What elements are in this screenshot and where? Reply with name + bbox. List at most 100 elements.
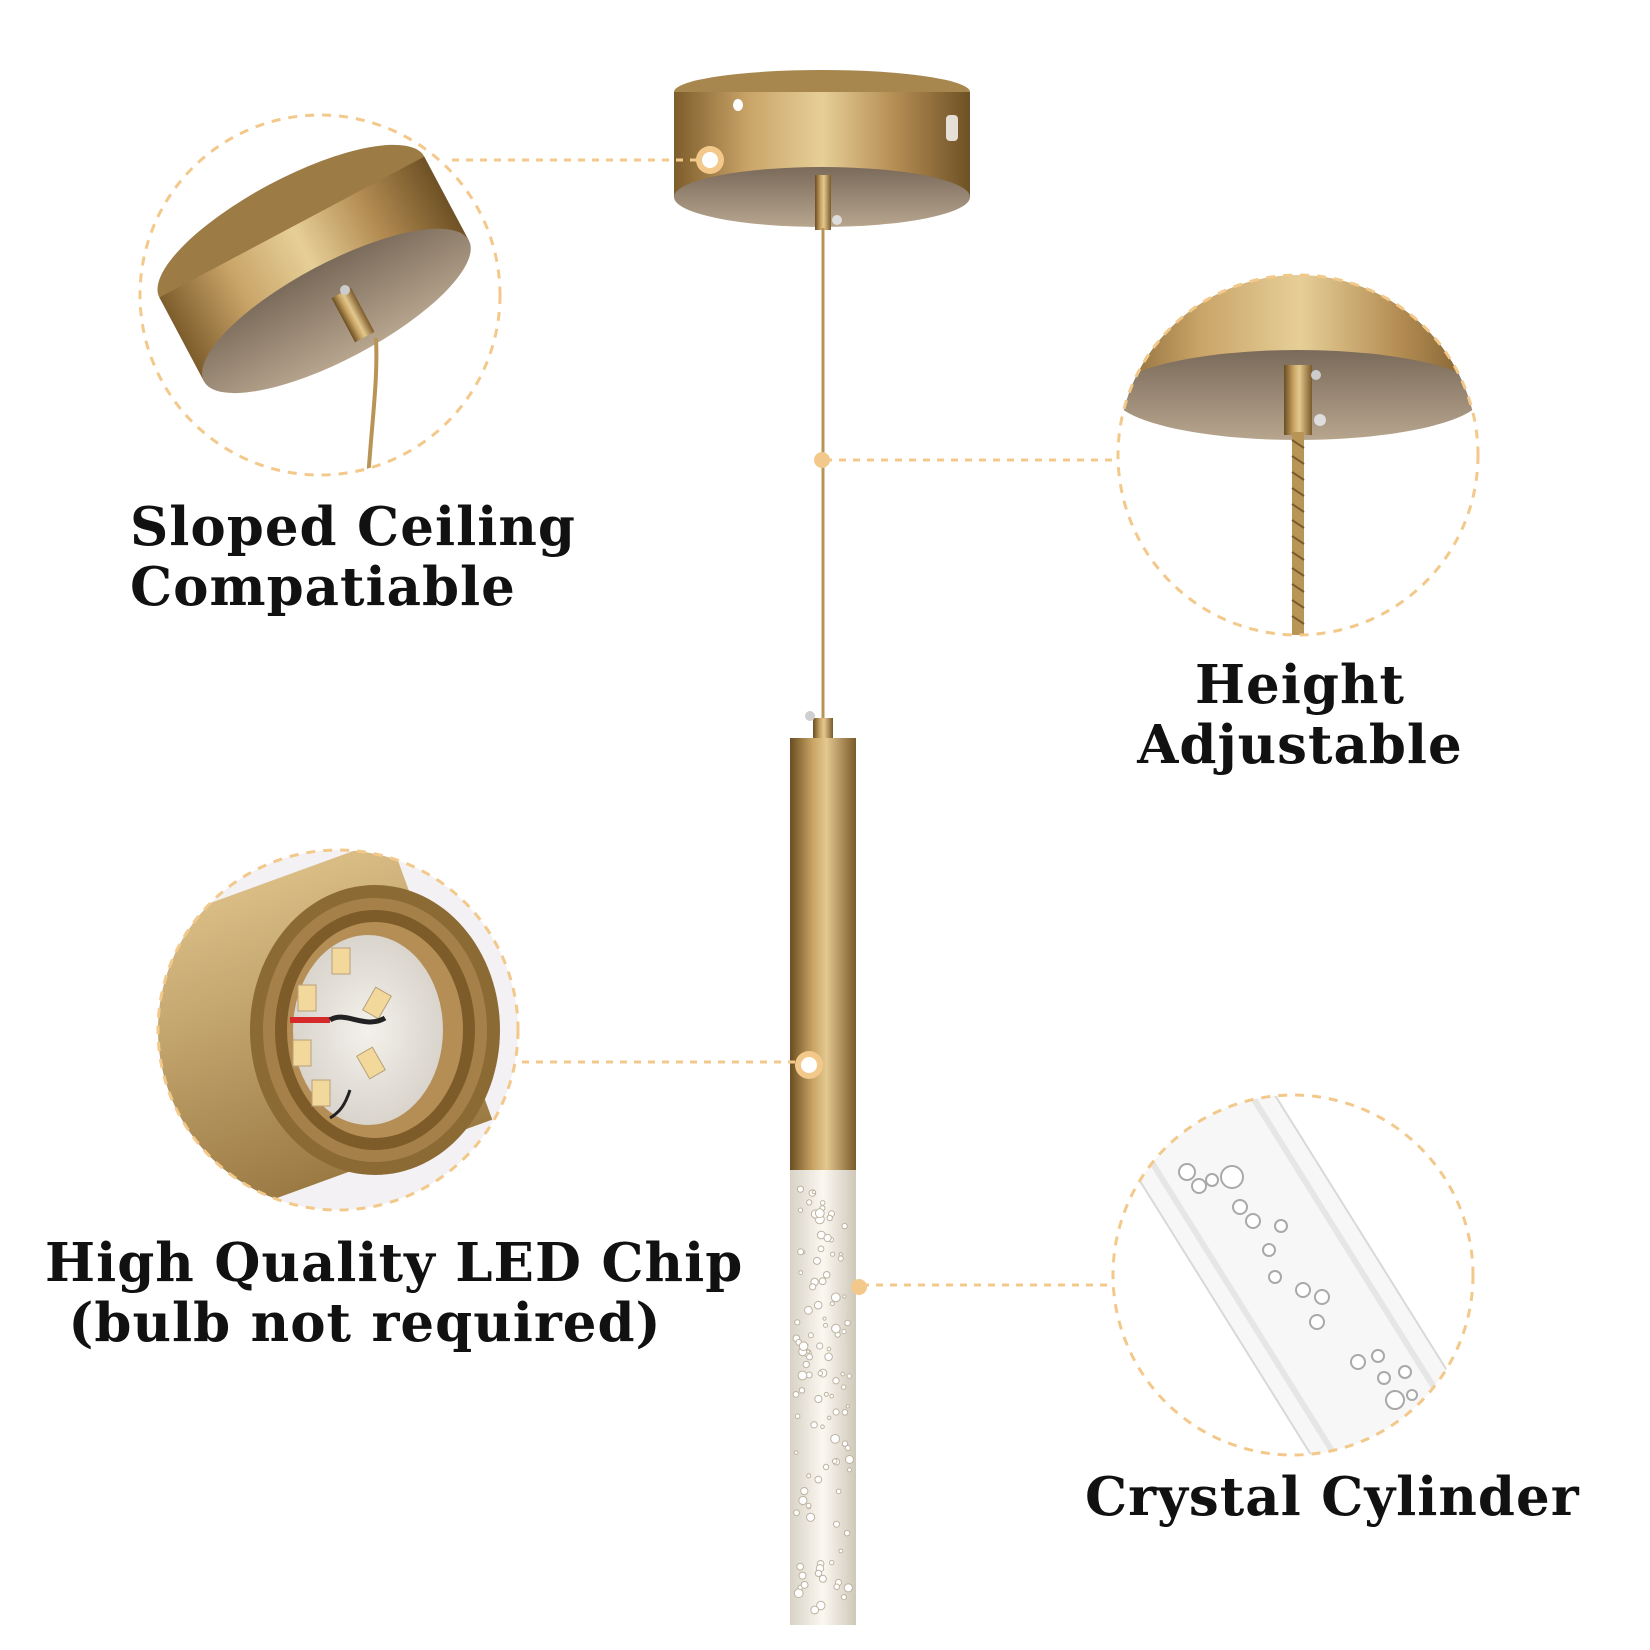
crystal-bubble [837, 1255, 844, 1262]
crystal-cylinder [790, 1170, 856, 1625]
crystal-bubble [793, 1509, 800, 1517]
crystal-bubble [827, 1415, 832, 1421]
crystal-bubble [793, 1588, 804, 1599]
crystal-bubble [806, 1199, 813, 1206]
crystal-bubble [800, 1581, 809, 1589]
crystal-bubble [833, 1520, 840, 1528]
crystal-bubble [838, 1548, 844, 1554]
crystal-bubble [832, 1408, 840, 1416]
crystal-bubble [845, 1404, 850, 1409]
crystal-bubble [798, 1270, 804, 1275]
crystal-bubble [846, 1373, 852, 1379]
crystal-bubble [826, 1346, 832, 1352]
crystal-bubble [845, 1455, 854, 1464]
crystal-bubble [831, 1458, 838, 1464]
crystal-bubble [807, 1332, 814, 1339]
crystal-bubble [829, 1393, 835, 1399]
crystal-bubble [793, 1450, 799, 1455]
crystal-bubble [823, 1391, 829, 1397]
feature-label-line-1: Crystal Cylinder [1085, 1466, 1580, 1528]
feature-label-crystal-cylinder: Crystal Cylinder [1085, 1466, 1580, 1528]
hotspot-markers [696, 146, 867, 1295]
crystal-bubble [830, 1251, 836, 1257]
feature-label-line-2: Adjustable [1137, 714, 1463, 776]
crystal-bubble [814, 1208, 825, 1219]
crystal-bubble [814, 1394, 823, 1404]
crystal-bubble [817, 1245, 825, 1253]
crystal-bubble [798, 1387, 806, 1394]
crystal-bubble [798, 1495, 808, 1506]
crystal-bubble [810, 1605, 820, 1615]
crystal-bubble [797, 1370, 808, 1381]
ceiling-canopy [674, 70, 970, 230]
crystal-bubble [806, 1512, 816, 1522]
feature-label-led-chip: High Quality LED Chip (bulb not required… [45, 1232, 744, 1354]
crystal-bubble [814, 1569, 823, 1578]
feature-label-line-1: Sloped Ceiling [130, 496, 576, 558]
hotspot-dot-crystal [851, 1279, 867, 1295]
crystal-bubble [840, 1594, 848, 1601]
crystal-bubble [820, 1424, 825, 1429]
crystal-bubble [841, 1328, 847, 1335]
crystal-bubble [822, 1316, 827, 1321]
crystal-bubble [832, 1377, 840, 1385]
crystal-bubble [796, 1562, 805, 1571]
crystal-bubble [823, 1322, 828, 1328]
crystal-bubble [806, 1353, 813, 1361]
crystal-bubble [814, 1475, 823, 1484]
crystal-bubble [810, 1421, 818, 1429]
crystal-bubble [804, 1305, 813, 1315]
crystal-bubble [797, 1248, 805, 1256]
crystal-bubble [794, 1319, 801, 1326]
crystal-bubble [826, 1214, 833, 1222]
crystal-bubble [794, 1413, 801, 1419]
crystal-bubble [841, 1409, 849, 1416]
crystal-bubble [833, 1583, 841, 1591]
feature-label-line-1: Height [1194, 654, 1405, 716]
crystal-bubble [831, 1323, 841, 1334]
crystal-bubble [824, 1352, 833, 1362]
crystal-bubble [841, 1384, 847, 1390]
crystal-bubble [800, 1487, 809, 1496]
crystal-bubble [842, 1294, 847, 1299]
crystal-bubble [841, 1440, 849, 1447]
crystal-bubble [835, 1488, 842, 1495]
crystal-bubble [818, 1277, 827, 1286]
crystal-bubble [806, 1473, 812, 1479]
canopy-cable-closeup-icon [1116, 273, 1480, 637]
feature-label-height-adjustable: Height Adjustable [1105, 655, 1495, 775]
crystal-bubble [843, 1530, 851, 1537]
crystal-bubble [816, 1342, 824, 1350]
connector-lines [452, 158, 1118, 1287]
crystal-bubble [823, 1233, 832, 1243]
canopy-side-view-icon [138, 113, 502, 477]
crystal-bubble [844, 1445, 851, 1451]
brass-rod [790, 738, 856, 1170]
crystal-bubble-closeup-icon [1111, 1093, 1475, 1457]
crystal-bubble [847, 1467, 852, 1473]
crystal-bubble [822, 1271, 831, 1279]
crystal-bubble [805, 1502, 812, 1509]
crystal-bubble [819, 1200, 826, 1206]
crystal-bubble [830, 1292, 841, 1303]
crystal-bubble [816, 1600, 826, 1611]
crystal-bubble [798, 1571, 807, 1580]
pendant-light [674, 70, 970, 1625]
crystal-bubble [838, 1252, 843, 1257]
crystal-bubble [844, 1319, 851, 1327]
crystal-bubble [798, 1341, 809, 1351]
crystal-bubble [817, 1370, 824, 1377]
crystal-bubble [822, 1463, 830, 1471]
hotspot-dot-cable [814, 452, 830, 468]
crystal-bubble [797, 1207, 804, 1213]
crystal-bubble [843, 1583, 853, 1593]
crystal-bubble [792, 1391, 800, 1398]
feature-label-line-2: (bulb not required) [68, 1292, 662, 1354]
crystal-bubble [813, 1256, 821, 1265]
crystal-bubble [841, 1222, 848, 1230]
feature-label-line-1: High Quality LED Chip [45, 1232, 744, 1294]
feature-label-sloped-ceiling: Sloped Ceiling Compatiable [130, 496, 576, 617]
crystal-bubble [813, 1300, 823, 1310]
crystal-bubble [829, 1301, 835, 1307]
